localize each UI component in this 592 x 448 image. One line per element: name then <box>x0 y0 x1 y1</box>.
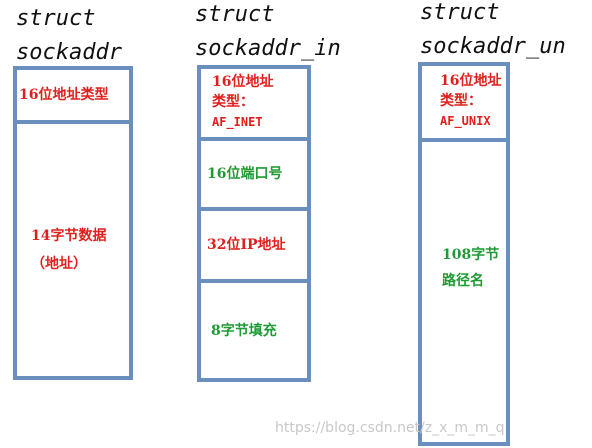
sockaddr-data-label: 14字节数据 （地址） <box>31 228 107 272</box>
sockaddr-in-addr-field: 32位IP地址 <box>201 211 307 283</box>
sockaddr-in-family-line2: 类型： <box>212 94 254 110</box>
sockaddr-box: 16位地址类型 14字节数据 （地址） <box>13 66 133 380</box>
sockaddr-in-box: 16位地址 类型： AF_INET 16位端口号 32位IP地址 8字节填充 <box>197 65 311 382</box>
sockaddr-un-family-line3: AF_UNIX <box>440 114 491 128</box>
sockaddr-family-label: 16位地址类型 <box>19 87 109 103</box>
sockaddr-in-zero-label: 8字节填充 <box>211 322 277 339</box>
sockaddr-in-family-field: 16位地址 类型： AF_INET <box>201 69 307 141</box>
sockaddr-un-path-field: 108字节 路径名 <box>422 142 506 442</box>
sockaddr-un-path-label: 108字节 路径名 <box>442 247 500 289</box>
sockaddr-data-field: 14字节数据 （地址） <box>17 124 129 376</box>
sockaddr-in-title-struct: struct <box>195 2 275 27</box>
sockaddr-un-family-line2: 类型： <box>440 93 482 109</box>
sockaddr-title-struct: struct <box>16 6 96 31</box>
sockaddr-in-title-name: sockaddr_in <box>195 36 341 61</box>
sockaddr-in-port-field: 16位端口号 <box>201 141 307 211</box>
sockaddr-family-field: 16位地址类型 <box>17 70 129 124</box>
watermark: https://blog.csdn.net/z_x_m_m_q <box>275 420 505 436</box>
sockaddr-in-family-line3: AF_INET <box>212 115 263 129</box>
sockaddr-un-box: 16位地址 类型： AF_UNIX 108字节 路径名 <box>418 62 510 446</box>
sockaddr-un-title-name: sockaddr_un <box>420 34 566 59</box>
sockaddr-in-family-line1: 16位地址 <box>212 74 274 90</box>
sockaddr-title-name: sockaddr <box>16 40 122 65</box>
sockaddr-un-family-field: 16位地址 类型： AF_UNIX <box>422 66 506 142</box>
sockaddr-un-title-struct: struct <box>420 0 500 25</box>
sockaddr-in-zero-field: 8字节填充 <box>201 283 307 378</box>
sockaddr-in-addr-label: 32位IP地址 <box>207 237 286 253</box>
sockaddr-in-port-label: 16位端口号 <box>207 166 283 182</box>
sockaddr-un-family-line1: 16位地址 <box>440 73 502 89</box>
